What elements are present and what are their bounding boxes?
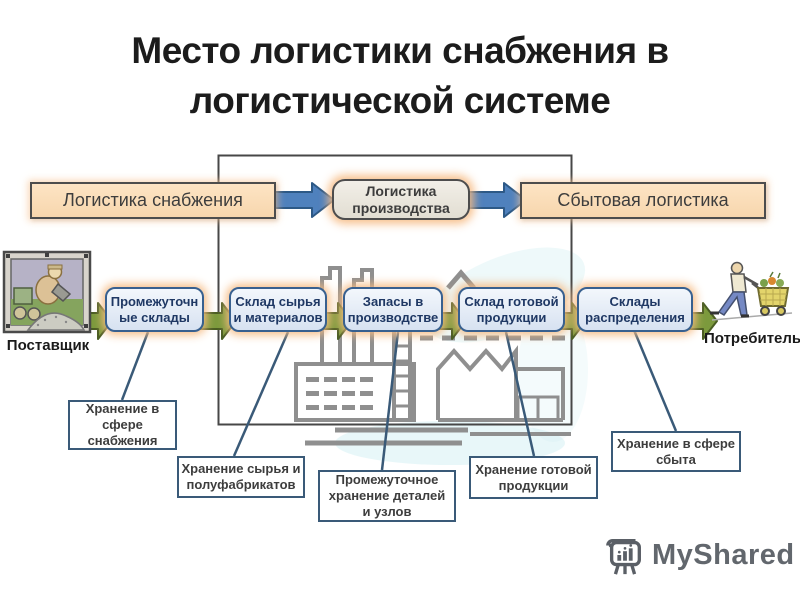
chain-box-label-line: Склады xyxy=(609,293,661,309)
slide-title: Место логистики снабжения в логистическо… xyxy=(0,26,800,126)
chain-box-label-line: Запасы в xyxy=(362,293,424,309)
callout-intermediate-storage-parts: Промежуточное хранение деталей и узлов xyxy=(318,470,456,522)
myshared-logo-icon xyxy=(606,539,641,575)
chain-box-label-line: продукции xyxy=(476,309,547,325)
supply-logistics-label: Логистика снабжения xyxy=(63,190,243,210)
slide-title-line-1: Место логистики снабжения в xyxy=(131,30,669,71)
production-logistics-box: Логистика производства xyxy=(332,179,470,220)
callout-label-line: сбыта xyxy=(656,451,696,467)
callout-label-line: снабжения xyxy=(87,433,158,448)
callout-storage-raw-semifinished: Хранение сырья и полуфабрикатов xyxy=(177,456,305,498)
consumer-label: Потребитель xyxy=(704,330,800,347)
callout-label-line: Промежуточное xyxy=(335,472,439,487)
chain-box-label-line: распределения xyxy=(585,309,685,325)
arrow-supply-to-production-icon xyxy=(271,182,335,218)
callout-label-line: полуфабрикатов xyxy=(186,477,296,492)
chain-box-label-line: Промежуточн xyxy=(110,293,199,309)
chain-box-label-line: Склад готовой xyxy=(464,293,559,309)
slide-title-line-2: логистической системе xyxy=(189,80,611,121)
callout-storage-supply-sphere: Хранение в сфере снабжения xyxy=(68,400,177,450)
chain-box-distribution-warehouses: Склады распределения xyxy=(577,287,693,332)
callout-label-line: Хранение сырья и xyxy=(181,461,301,476)
sales-logistics-label: Сбытовая логистика xyxy=(557,190,729,210)
callout-storage-finished-goods: Хранение готовой продукции xyxy=(469,456,598,499)
callout-label-line: Хранение готовой xyxy=(475,461,592,477)
callout-label-line: Хранение в сфере xyxy=(616,435,736,451)
callout-label-line: и узлов xyxy=(362,504,412,519)
callout-connector-lines xyxy=(120,329,678,471)
chain-box-finished-goods-warehouse: Склад готовой продукции xyxy=(458,287,565,332)
callout-label-line: продукции xyxy=(498,477,569,493)
production-logistics-label-line-1: Логистика xyxy=(365,182,437,199)
chain-box-label-line: производстве xyxy=(347,309,439,325)
callout-label-line: сфере xyxy=(102,417,143,432)
chain-box-raw-materials-warehouse: Склад сырья и материалов xyxy=(229,287,327,332)
callout-label-line: Хранение в xyxy=(85,401,160,416)
chain-box-label-line: ые склады xyxy=(119,309,190,325)
supplier-label: Поставщик xyxy=(6,337,90,354)
chain-box-label-line: Склад сырья xyxy=(235,293,321,309)
watermark: MyShared xyxy=(604,534,795,576)
consumer-illustration xyxy=(710,261,793,321)
flow-arrow-icons-blue xyxy=(271,182,527,218)
supply-logistics-box: Логистика снабжения xyxy=(30,182,276,219)
callout-label-line: хранение деталей xyxy=(328,488,446,503)
sales-logistics-box: Сбытовая логистика xyxy=(520,182,766,219)
chain-box-intermediate-warehouses: Промежуточн ые склады xyxy=(105,287,204,332)
callout-storage-sales-sphere: Хранение в сфере сбыта xyxy=(611,431,741,472)
watermark-brand-text: MyShared xyxy=(652,538,795,571)
production-system-boundary xyxy=(217,154,573,426)
production-logistics-label-line-2: производства xyxy=(352,199,450,216)
flow-arrow-icons-green xyxy=(83,302,718,340)
arrow-chain-1-icon xyxy=(199,302,237,340)
supplier-illustration xyxy=(2,250,92,334)
chain-box-label-line: и материалов xyxy=(233,309,323,325)
arrow-production-to-sales-icon xyxy=(465,182,527,218)
chain-box-production-stock: Запасы в производстве xyxy=(343,287,443,332)
